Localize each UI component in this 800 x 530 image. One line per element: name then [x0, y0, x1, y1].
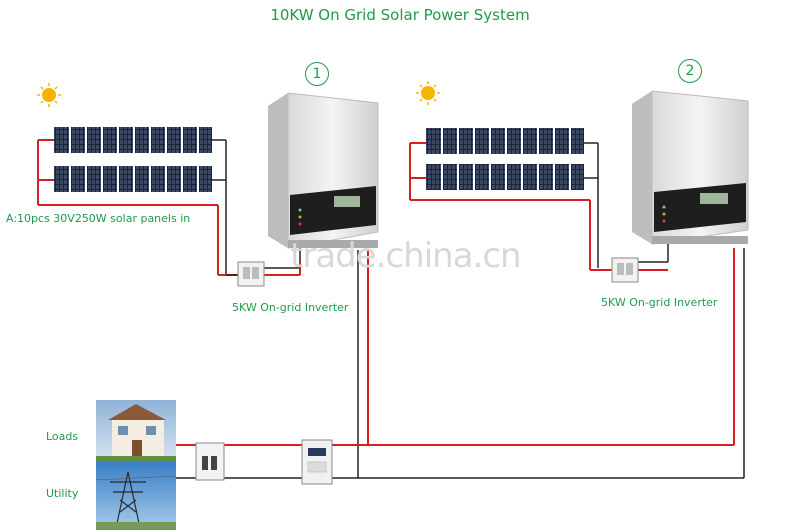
energy-meter	[301, 439, 333, 485]
loads-label: Loads	[46, 430, 79, 443]
solar-panel-array-1	[37, 127, 227, 275]
sun-icon-1	[37, 83, 61, 107]
inverter-2	[632, 90, 749, 245]
ac-bus-lines	[176, 444, 744, 479]
solar-panel-array-2	[409, 128, 599, 268]
ac-breaker	[195, 442, 225, 481]
house-image	[96, 400, 176, 462]
utility-pylon-image	[95, 462, 177, 530]
watermark: trade.china.cn	[290, 236, 522, 276]
sun-icon-2	[416, 81, 440, 105]
dc-isolator-switch-2	[611, 257, 639, 283]
inverter-label-1: 5KW On-grid Inverter	[232, 301, 349, 314]
system-number-1: 1	[305, 62, 329, 86]
system-number-2: 2	[678, 59, 702, 83]
inverter-label-2: 5KW On-grid Inverter	[601, 296, 718, 309]
diagram-title: 10KW On Grid Solar Power System	[270, 6, 530, 24]
dc-isolator-switch-1	[237, 261, 265, 287]
utility-label: Utility	[46, 487, 79, 500]
inverter-1	[268, 92, 379, 249]
panel-note: A:10pcs 30V250W solar panels in	[6, 212, 191, 225]
